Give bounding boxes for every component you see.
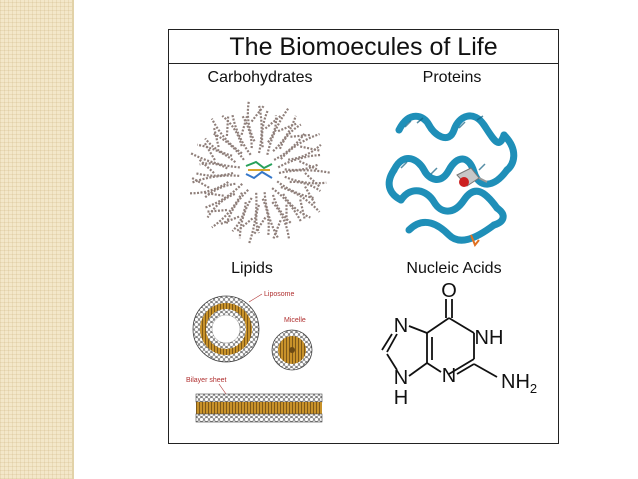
carbohydrate-branch bbox=[282, 193, 311, 219]
carbohydrate-branch bbox=[267, 115, 278, 143]
carbohydrate-branch bbox=[189, 181, 229, 195]
liposome-diagram bbox=[192, 295, 260, 363]
carbohydrate-branch bbox=[260, 109, 270, 148]
proteins-label: Proteins bbox=[422, 69, 482, 86]
carbohydrate-branch bbox=[271, 194, 293, 225]
carbohydrate-structure-image bbox=[189, 101, 332, 245]
bilayer-sheet-diagram bbox=[195, 393, 323, 423]
carbohydrate-core bbox=[244, 160, 274, 181]
atom-n3: N bbox=[442, 365, 456, 387]
carbohydrate-side-branch bbox=[298, 160, 318, 171]
carbohydrate-side-branch bbox=[225, 115, 230, 137]
carbohydrates-label: Carbohydrates bbox=[207, 69, 313, 86]
carbohydrate-branch bbox=[189, 151, 240, 169]
carbohydrate-branch bbox=[289, 180, 322, 192]
carbohydrate-branch bbox=[211, 192, 243, 229]
decorative-side-strip bbox=[0, 0, 74, 479]
carbohydrate-side-branch bbox=[264, 115, 282, 130]
carbohydrate-branch bbox=[278, 123, 302, 150]
carbohydrate-branch bbox=[247, 192, 258, 245]
lipid-structures-image: Liposome Micelle Bilayer sheet bbox=[186, 291, 323, 423]
carbohydrate-branch bbox=[206, 192, 236, 219]
carbohydrate-branch bbox=[257, 104, 263, 154]
carbohydrate-branch bbox=[231, 114, 252, 156]
guanine-structure-image: O N NH N N H NH2 bbox=[381, 282, 537, 409]
carbohydrate-branch bbox=[246, 101, 256, 142]
carbohydrate-side-branch bbox=[290, 133, 311, 138]
liposome-annotation: Liposome bbox=[264, 291, 294, 298]
carbohydrate-branch bbox=[271, 187, 302, 222]
figure-title: The Biomoecules of Life bbox=[169, 30, 558, 64]
carbohydrate-branch bbox=[280, 186, 321, 213]
carbohydrate-branch bbox=[191, 174, 240, 184]
carbohydrate-branch bbox=[276, 180, 314, 200]
carbohydrate-branch bbox=[194, 171, 234, 177]
atom-amino-nh2: NH2 bbox=[501, 371, 537, 396]
carbohydrate-branch bbox=[278, 169, 332, 175]
nucleic-acids-label: Nucleic Acids bbox=[406, 260, 502, 277]
lipids-label: Lipids bbox=[231, 260, 273, 277]
carbohydrate-side-branch bbox=[250, 104, 266, 123]
carbohydrate-branch bbox=[213, 132, 245, 161]
carbohydrate-side-branch bbox=[240, 115, 249, 136]
carbohydrate-branch bbox=[272, 115, 297, 152]
carbohydrate-side-branch bbox=[299, 199, 306, 220]
carbohydrate-branch bbox=[284, 163, 319, 172]
carbohydrate-branch bbox=[231, 202, 247, 232]
micelle-annotation: Micelle bbox=[284, 317, 306, 324]
carbohydrate-branch bbox=[261, 198, 270, 237]
carbohydrate-branch bbox=[280, 133, 320, 160]
carbohydrate-branch bbox=[204, 137, 233, 157]
carbohydrate-branch bbox=[287, 143, 322, 161]
carbohydrate-branch bbox=[203, 182, 236, 199]
carbohydrate-side-branch bbox=[277, 122, 297, 133]
heme-group bbox=[456, 167, 488, 187]
atom-n7: N bbox=[394, 315, 408, 337]
biomolecules-figure: The Biomoecules of Life Carbohydrates Pr… bbox=[168, 29, 559, 444]
carbohydrate-branch bbox=[266, 106, 290, 156]
carbohydrate-branch bbox=[221, 114, 243, 147]
micelle-diagram bbox=[271, 329, 313, 371]
atom-n1-h: NH bbox=[475, 327, 504, 349]
atom-carbonyl-o: O bbox=[441, 282, 457, 302]
carbohydrate-side-branch bbox=[206, 208, 227, 213]
carbohydrate-branch bbox=[196, 143, 237, 164]
bilayer-annotation: Bilayer sheet bbox=[186, 377, 227, 384]
carbohydrate-branch bbox=[273, 133, 306, 161]
carbohydrate-branch bbox=[204, 183, 243, 209]
carbohydrate-branch bbox=[199, 162, 228, 170]
carbohydrate-side-branch bbox=[236, 217, 254, 232]
carbohydrate-branch bbox=[210, 118, 243, 155]
carbohydrate-branch bbox=[241, 114, 253, 149]
carbohydrate-branch bbox=[263, 192, 280, 239]
carbohydrate-branch bbox=[225, 189, 249, 224]
atom-n9-h: H bbox=[394, 387, 408, 409]
atom-n9: N bbox=[394, 367, 408, 389]
protein-ribbon-image bbox=[385, 112, 518, 247]
carbohydrate-branch bbox=[277, 153, 321, 169]
